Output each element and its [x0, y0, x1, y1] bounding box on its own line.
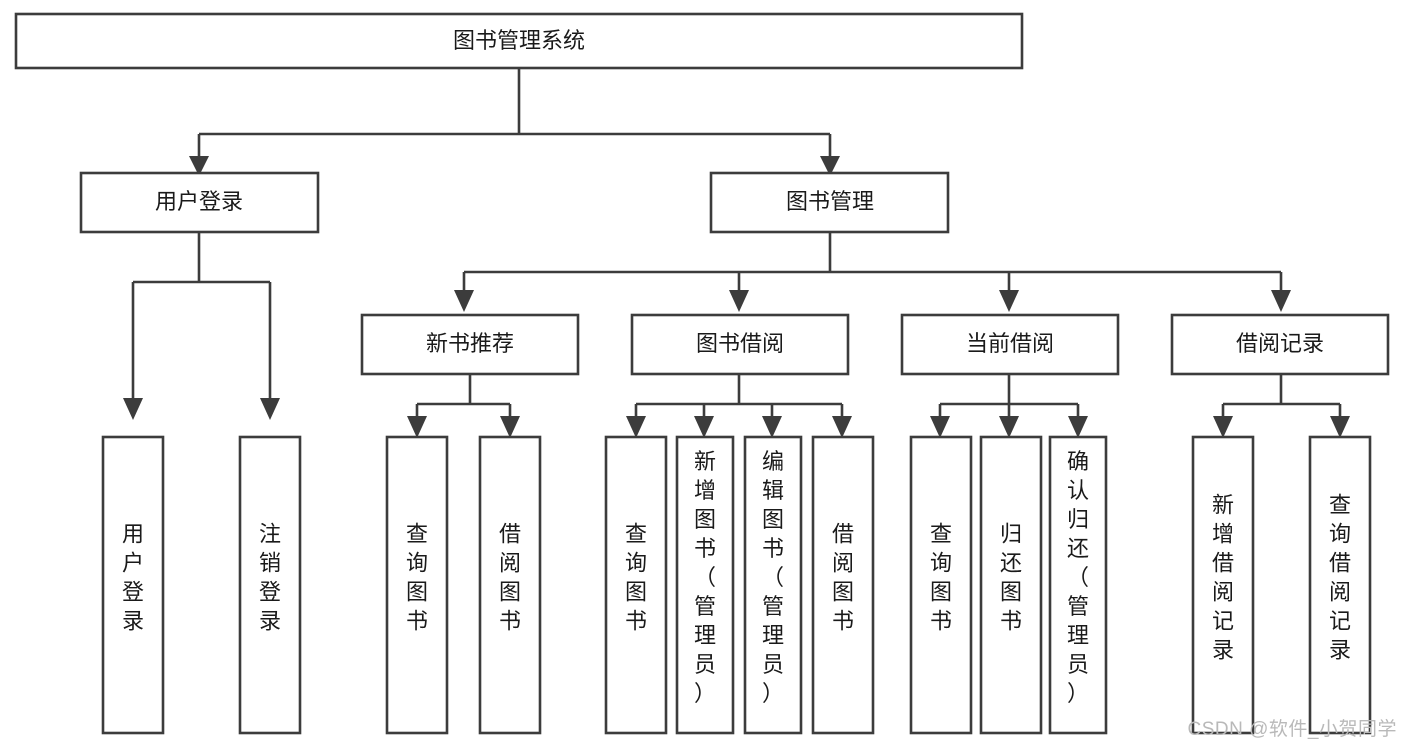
leaf-user-login-label: 用户登录: [122, 522, 144, 634]
node-borrow-record-label: 借阅记录: [1236, 331, 1324, 356]
leaf-confirm-return-admin-label: 确认归还（管理员）: [1067, 449, 1089, 706]
leaf-query-borrow-record-box[interactable]: [1308, 435, 1372, 735]
node-book-management-box[interactable]: [709, 171, 950, 234]
arrow-head-icon: [123, 398, 143, 420]
leaf-logout[interactable]: 注销登录: [238, 435, 302, 735]
leaf-query-book-current-label: 查询图书: [930, 522, 952, 634]
arrow-head-icon: [626, 416, 646, 438]
leaf-confirm-return-admin-box[interactable]: [1048, 435, 1108, 735]
leaf-add-borrow-record[interactable]: 新增借阅记录: [1191, 435, 1255, 735]
arrow-head-icon: [1068, 416, 1088, 438]
leaf-query-borrow-record[interactable]: 查询借阅记录: [1308, 435, 1372, 735]
arrow-head-icon: [694, 416, 714, 438]
node-root[interactable]: 图书管理系统: [14, 12, 1024, 70]
arrow-head-icon: [500, 416, 520, 438]
leaf-add-book-admin-label: 新增图书（管理员）: [694, 449, 716, 706]
leaf-add-book-admin[interactable]: 新增图书（管理员）: [675, 435, 735, 735]
node-user-login[interactable]: 用户登录: [79, 171, 320, 234]
leaf-add-borrow-record-label: 新增借阅记录: [1212, 493, 1234, 663]
leaf-query-book-borrow-label: 查询图书: [625, 522, 647, 634]
node-book-management[interactable]: 图书管理: [709, 171, 950, 234]
leaf-borrow-book-label: 借阅图书: [832, 522, 854, 634]
leaf-borrow-book-box[interactable]: [811, 435, 875, 735]
node-root-box[interactable]: [14, 12, 1024, 70]
leaf-query-book-borrow[interactable]: 查询图书: [604, 435, 668, 735]
node-borrow-record[interactable]: 借阅记录: [1170, 313, 1390, 376]
leaf-query-book-borrow-box[interactable]: [604, 435, 668, 735]
node-new-book-recommend-box[interactable]: [360, 313, 580, 376]
arrow-head-icon: [260, 398, 280, 420]
arrow-head-icon: [999, 290, 1019, 312]
connector-layer: [123, 68, 1350, 438]
leaf-borrow-book-recommend[interactable]: 借阅图书: [478, 435, 542, 735]
node-new-book-recommend-label: 新书推荐: [426, 331, 514, 356]
leaf-add-book-admin-box[interactable]: [675, 435, 735, 735]
arrow-head-icon: [1271, 290, 1291, 312]
node-root-label: 图书管理系统: [453, 28, 585, 53]
arrow-head-icon: [189, 156, 209, 176]
leaf-borrow-book-recommend-label: 借阅图书: [499, 522, 521, 634]
leaf-query-book-recommend-label: 查询图书: [406, 522, 428, 634]
arrow-head-icon: [729, 290, 749, 312]
leaf-query-book-recommend[interactable]: 查询图书: [385, 435, 449, 735]
leaf-borrow-book[interactable]: 借阅图书: [811, 435, 875, 735]
leaf-add-borrow-record-box[interactable]: [1191, 435, 1255, 735]
leaf-return-book-label: 归还图书: [1000, 522, 1022, 634]
watermark: CSDN @软件_小贺同学: [1187, 719, 1397, 740]
arrow-head-icon: [820, 156, 840, 176]
arrow-head-icon: [407, 416, 427, 438]
arrow-head-icon: [454, 290, 474, 312]
arrow-head-icon: [762, 416, 782, 438]
node-book-management-label: 图书管理: [786, 189, 874, 214]
node-book-borrow[interactable]: 图书借阅: [630, 313, 850, 376]
node-current-borrow[interactable]: 当前借阅: [900, 313, 1120, 376]
leaf-return-book[interactable]: 归还图书: [979, 435, 1043, 735]
leaf-logout-label: 注销登录: [259, 522, 281, 634]
arrow-head-icon: [1213, 416, 1233, 438]
leaf-edit-book-admin-label: 编辑图书（管理员）: [762, 449, 784, 706]
node-current-borrow-box[interactable]: [900, 313, 1120, 376]
leaf-confirm-return-admin[interactable]: 确认归还（管理员）: [1048, 435, 1108, 735]
leaf-query-borrow-record-label: 查询借阅记录: [1329, 493, 1351, 663]
leaf-edit-book-admin-box[interactable]: [743, 435, 803, 735]
arrow-head-icon: [999, 416, 1019, 438]
leaf-user-login-box[interactable]: [101, 435, 165, 735]
arrow-head-icon: [832, 416, 852, 438]
arrow-head-icon: [1330, 416, 1350, 438]
node-user-login-label: 用户登录: [155, 189, 243, 214]
node-user-login-box[interactable]: [79, 171, 320, 234]
arrow-head-icon: [930, 416, 950, 438]
node-book-borrow-label: 图书借阅: [696, 331, 784, 356]
leaf-query-book-recommend-box[interactable]: [385, 435, 449, 735]
node-book-borrow-box[interactable]: [630, 313, 850, 376]
node-new-book-recommend[interactable]: 新书推荐: [360, 313, 580, 376]
leaf-query-book-current-box[interactable]: [909, 435, 973, 735]
leaf-query-book-current[interactable]: 查询图书: [909, 435, 973, 735]
leaf-logout-box[interactable]: [238, 435, 302, 735]
leaf-return-book-box[interactable]: [979, 435, 1043, 735]
leaf-edit-book-admin[interactable]: 编辑图书（管理员）: [743, 435, 803, 735]
leaf-user-login[interactable]: 用户登录: [101, 435, 165, 735]
node-current-borrow-label: 当前借阅: [966, 331, 1054, 356]
leaf-borrow-book-recommend-box[interactable]: [478, 435, 542, 735]
node-borrow-record-box[interactable]: [1170, 313, 1390, 376]
